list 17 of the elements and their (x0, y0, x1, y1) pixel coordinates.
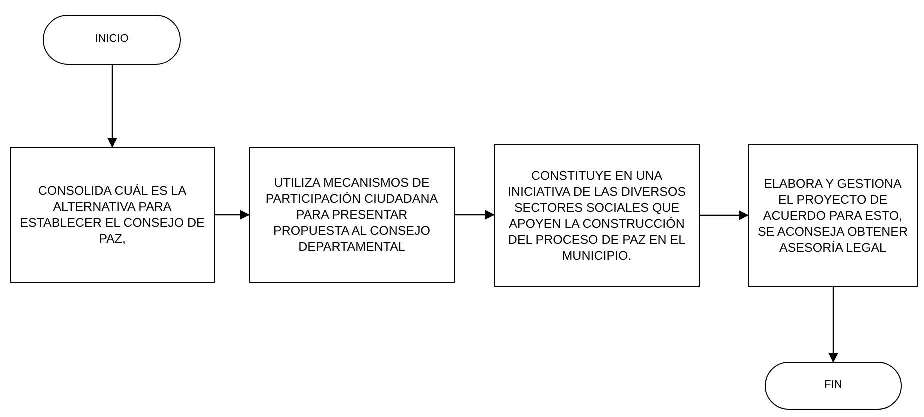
terminal-shape (765, 362, 902, 410)
node-text: UTILIZA MECANISMOS DE PARTICIPACIÓN CIUDADANA PARA PRESENTAR PROPUESTA AL CONSEJO DEPARTAMENTAL (264, 175, 440, 255)
arrow (828, 287, 838, 363)
arrow (455, 210, 495, 220)
node-text: CONSTITUYE EN UNA INICIATIVA DE LAS DIVERSOS SECTORES SOCIALES QUE APOYEN LA CONSTRUCCIÓN DEL PROCESO DE PAZ EN EL MUNICIPIO. (506, 168, 688, 264)
terminal-shape (43, 15, 181, 65)
process-box (10, 147, 215, 283)
node-text: ELABORA Y GESTIONA EL PROYECTO DE ACUERDO PARA ESTO, SE ACONSEJA OBTENER ASESORÍA LEGAL (757, 176, 909, 256)
process-box (249, 147, 455, 283)
node-text: CONSOLIDA CUÁL ES LA ALTERNATIVA PARA ESTABLECER EL CONSEJO DE PAZ, (19, 183, 206, 247)
node-text: INICIO (95, 33, 129, 47)
node-text: FIN (824, 379, 842, 393)
process-box (494, 144, 700, 287)
arrow (700, 210, 749, 220)
arrow (108, 65, 118, 148)
process-box (748, 144, 918, 287)
arrow (215, 210, 250, 220)
